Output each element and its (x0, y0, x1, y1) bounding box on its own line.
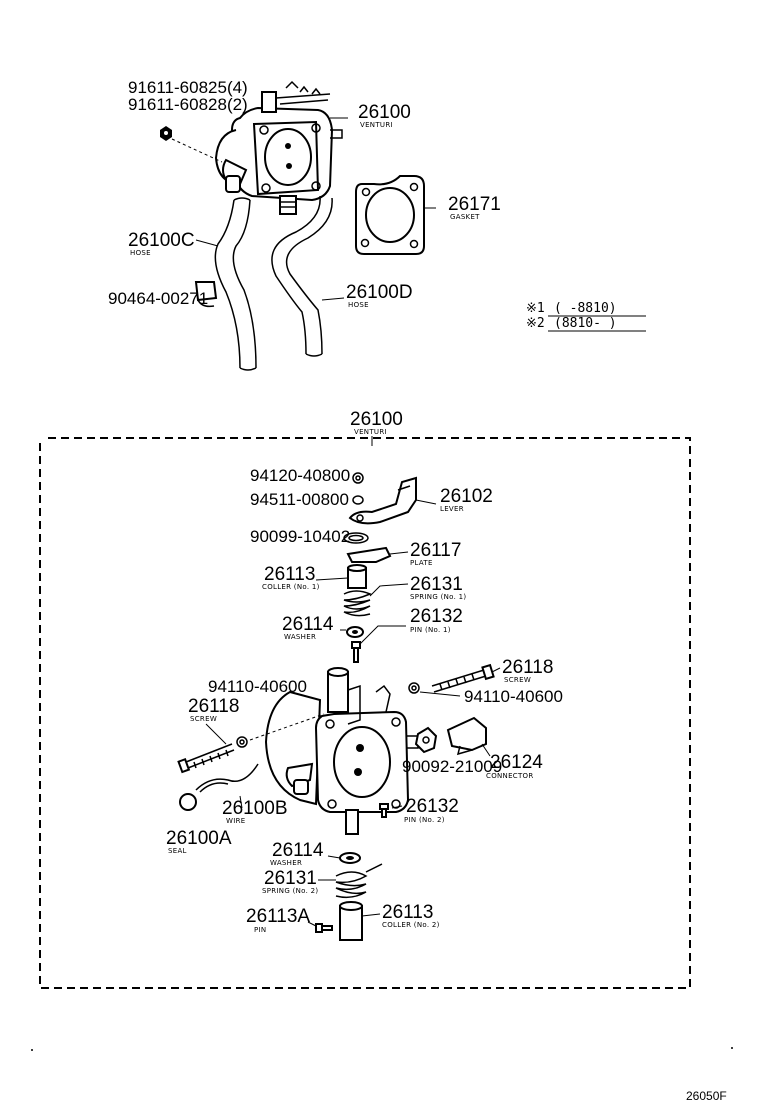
plate-part-number: 26117 (410, 540, 461, 561)
part-90092-number: 90092-21009 (402, 757, 502, 776)
washer-1-drawing (346, 626, 364, 638)
hose-c-drawing (214, 197, 257, 371)
spring-1-description: SPRING (No. 1) (410, 593, 466, 601)
lever-part-number: 26102 (440, 486, 493, 507)
coller-2-drawing (339, 901, 363, 941)
screw-right-drawing (431, 663, 495, 693)
bolt-a-label: 91611-60825(4) (128, 78, 248, 97)
connector-part-number: 26124 (490, 752, 543, 773)
gasket-description: GASKET (450, 213, 480, 221)
lever-description: LEVER (440, 505, 464, 513)
nut-90092-drawing (414, 726, 438, 754)
venturi-top-part-number: 26100 (358, 102, 411, 123)
screw-left-part-number: 26118 (188, 696, 239, 717)
washer-94511-part-number: 94511-00800 (250, 490, 349, 509)
screw-right-description: SCREW (504, 676, 531, 684)
wire-drawing (195, 763, 259, 793)
nut-94120-part-number: 94120-40800 (250, 466, 350, 485)
ring-icon (343, 532, 369, 544)
coller-2-part-number: 26113 (382, 902, 433, 923)
coller-2-description: COLLER (No. 2) (382, 921, 440, 929)
venturi-top-description: VENTURI (360, 121, 393, 129)
hose-c-description: HOSE (130, 249, 151, 257)
washer-2-drawing (339, 852, 361, 864)
pin-1-drawing (351, 641, 361, 663)
note-2-text: (8810- ) (554, 316, 617, 331)
screw-left-drawing (177, 743, 235, 774)
nut-right-icon (408, 682, 420, 694)
hose-clip-drawing (194, 281, 218, 308)
note-1-text: ( -8810) (554, 301, 617, 316)
spring-2-part-number: 26131 (264, 868, 317, 889)
coller-1-description: COLLER (No. 1) (262, 583, 320, 591)
seal-description: SEAL (168, 847, 187, 855)
figure-code: 26050F (686, 1089, 727, 1103)
venturi-body-drawing (264, 667, 419, 835)
pin-2-drawing (379, 803, 389, 818)
seal-part-number: 26100A (166, 828, 232, 849)
bolt-b-label: 91611-60828(2) (128, 95, 248, 114)
washer-2-description: WASHER (270, 859, 302, 867)
clip-part-number: 90464-00271 (108, 289, 208, 308)
seal-drawing (179, 793, 197, 811)
gasket-part-number: 26171 (448, 194, 501, 215)
pin-a-part-number: 26113A (246, 906, 310, 927)
hose-d-drawing (271, 195, 333, 357)
wire-description: WIRE (226, 817, 245, 825)
note-1-mark: ※1 (526, 301, 545, 316)
nut-left-part-number: 94110-40600 (208, 677, 307, 696)
pin-a-description: PIN (254, 926, 266, 934)
washer-1-part-number: 26114 (282, 614, 334, 635)
venturi-top-drawing (214, 80, 343, 215)
hose-d-description: HOSE (348, 301, 369, 309)
pin-2-part-number: 26132 (406, 796, 459, 817)
spring-1-part-number: 26131 (410, 574, 463, 595)
assembly-description: VENTURI (354, 428, 387, 436)
nut-left-icon (236, 736, 248, 748)
connector-description: CONNECTOR (486, 772, 534, 780)
hose-d-part-number: 26100D (346, 282, 413, 303)
assembly-part-number: 26100 (350, 409, 403, 430)
pin-1-part-number: 26132 (410, 606, 463, 627)
nut-right-part-number: 94110-40600 (464, 687, 563, 706)
wire-part-number: 26100B (222, 798, 288, 819)
nut-icon (352, 472, 364, 484)
plate-drawing (346, 546, 392, 563)
washer-icon (352, 495, 364, 505)
hose-c-part-number: 26100C (128, 230, 195, 251)
spring-2-drawing (335, 863, 383, 899)
note-2-mark: ※2 (526, 316, 545, 331)
washer-1-description: WASHER (284, 633, 316, 641)
screw-right-part-number: 26118 (502, 657, 553, 678)
coller-1-drawing (347, 564, 367, 589)
spring-2-description: SPRING (No. 2) (262, 887, 318, 895)
coller-1-part-number: 26113 (264, 564, 315, 585)
screw-left-description: SCREW (190, 715, 217, 723)
washer-2-part-number: 26114 (272, 840, 324, 861)
pin-a-drawing (315, 923, 333, 933)
pin-1-description: PIN (No. 1) (410, 626, 451, 634)
spring-1-drawing (343, 590, 372, 617)
pin-2-description: PIN (No. 2) (404, 816, 445, 824)
gasket-drawing (355, 175, 425, 255)
lever-drawing (348, 476, 417, 525)
part-90099-number: 90099-10402 (250, 527, 350, 546)
plate-description: PLATE (410, 559, 433, 567)
bolt-nut-icon (160, 126, 172, 141)
connector-drawing (446, 716, 487, 756)
